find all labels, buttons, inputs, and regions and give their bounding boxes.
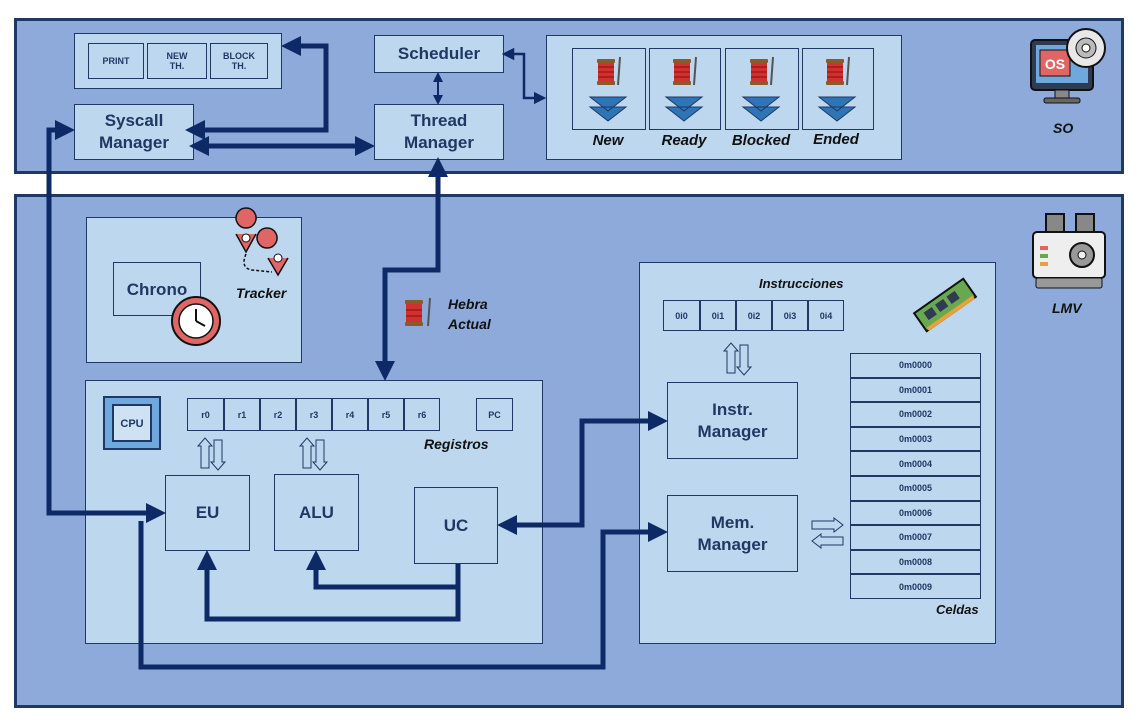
register-r1[interactable]: r1 [224,398,260,431]
instruction-1[interactable]: 0i1 [700,300,736,331]
syscall-manager[interactable]: Syscall Manager [74,104,194,160]
register-r1-label: r1 [237,409,247,420]
alu-unit[interactable]: ALU [274,474,359,551]
queue-blocked-box [725,48,799,130]
queue-new-box [572,48,646,130]
memory-cell-9[interactable]: 0m0009 [850,574,981,599]
so-label: SO [1053,120,1074,136]
register-r4-label: r4 [345,409,355,420]
memory-cell-0-label: 0m0000 [898,360,933,371]
memory-cell-4-label: 0m0004 [898,458,933,469]
memory-cell-8-label: 0m0008 [898,557,933,568]
celdas-label: Celdas [936,602,979,617]
memory-cell-9-label: 0m0009 [898,581,933,592]
register-r5-label: r5 [381,409,391,420]
queue-new [572,48,646,130]
register-pc-label: PC [488,409,501,420]
memory-cell-2[interactable]: 0m0002 [850,402,981,427]
queue-ended-label: Ended [813,131,859,148]
register-r2[interactable]: r2 [260,398,296,431]
instruction-3[interactable]: 0i3 [772,300,808,331]
syscall-block-thread[interactable]: BLOCK TH. [210,43,268,79]
register-r0[interactable]: r0 [187,398,224,431]
scheduler[interactable]: Scheduler [374,35,504,73]
syscall-list: PRINT NEW TH. BLOCK TH. [74,33,282,89]
register-r3-label: r3 [309,409,319,420]
instruction-bank: 0i0 0i1 0i2 0i3 0i4 [663,300,844,331]
chrono[interactable]: Chrono [113,262,201,316]
register-r5[interactable]: r5 [368,398,404,431]
instruction-3-label: 0i3 [783,310,797,321]
syscall-new-thread[interactable]: NEW TH. [147,43,207,79]
memory-cell-6-label: 0m0006 [898,507,933,518]
register-bank: r0 r1 r2 r3 r4 r5 r6 [187,398,440,431]
instruction-0-label: 0i0 [675,310,688,321]
syscall-print[interactable]: PRINT [88,43,144,79]
instruction-2[interactable]: 0i2 [736,300,772,331]
queue-ready-label: Ready [661,132,707,149]
mem-manager[interactable]: Mem. Manager [667,495,798,572]
instruction-2-label: 0i2 [747,310,761,321]
chrono-label: Chrono [126,280,188,299]
memory-cell-4[interactable]: 0m0004 [850,451,981,476]
queue-blocked [725,48,799,130]
register-r4[interactable]: r4 [332,398,368,431]
memory-cells: 0m0000 0m0001 0m0002 0m0003 0m0004 0m000… [850,353,981,599]
queue-new-label: New [592,132,624,149]
memory-cell-7[interactable]: 0m0007 [850,525,981,550]
instr-manager[interactable]: Instr. Manager [667,382,798,459]
memory-cell-3[interactable]: 0m0003 [850,426,981,452]
uc-unit[interactable]: UC [414,487,498,564]
memory-cell-6[interactable]: 0m0006 [850,500,981,526]
eu-unit[interactable]: EU [165,475,250,551]
memory-cell-8[interactable]: 0m0008 [850,549,981,575]
queue-blocked-label: Blocked [731,132,791,149]
memory-cell-1-label: 0m0001 [898,384,933,395]
queue-ended-box [802,48,874,130]
register-r3[interactable]: r3 [296,398,332,431]
queue-ready-box [649,48,721,130]
registros-label: Registros [424,436,489,452]
syscall-new-thread-label: NEW TH. [166,51,188,71]
memory-cell-7-label: 0m0007 [898,532,933,543]
register-r6[interactable]: r6 [404,398,440,431]
memory-cell-3-label: 0m0003 [898,434,933,445]
register-r2-label: r2 [273,409,283,420]
hebra-actual-label: Hebra Actual [448,296,491,332]
memory-cell-2-label: 0m0002 [898,409,933,420]
register-r0-label: r0 [201,409,210,420]
syscall-print-label: PRINT [102,56,130,66]
instrucciones-label: Instrucciones [759,276,844,291]
instruction-0[interactable]: 0i0 [663,300,700,331]
tracker-label: Tracker [236,285,287,301]
register-pc[interactable]: PC [476,398,513,431]
memory-cell-5-label: 0m0005 [898,483,933,494]
lmv-label: LMV [1052,300,1082,316]
instruction-4[interactable]: 0i4 [808,300,844,331]
thread-manager[interactable]: Thread Manager [374,104,504,160]
register-r6-label: r6 [417,409,427,420]
queue-ended [802,48,874,130]
instruction-4-label: 0i4 [819,310,833,321]
syscall-block-thread-label: BLOCK TH. [223,51,255,71]
instruction-1-label: 0i1 [711,310,725,321]
memory-cell-1[interactable]: 0m0001 [850,377,981,403]
queue-ready [649,48,721,130]
memory-cell-5[interactable]: 0m0005 [850,475,981,501]
memory-cell-0[interactable]: 0m0000 [850,353,981,378]
